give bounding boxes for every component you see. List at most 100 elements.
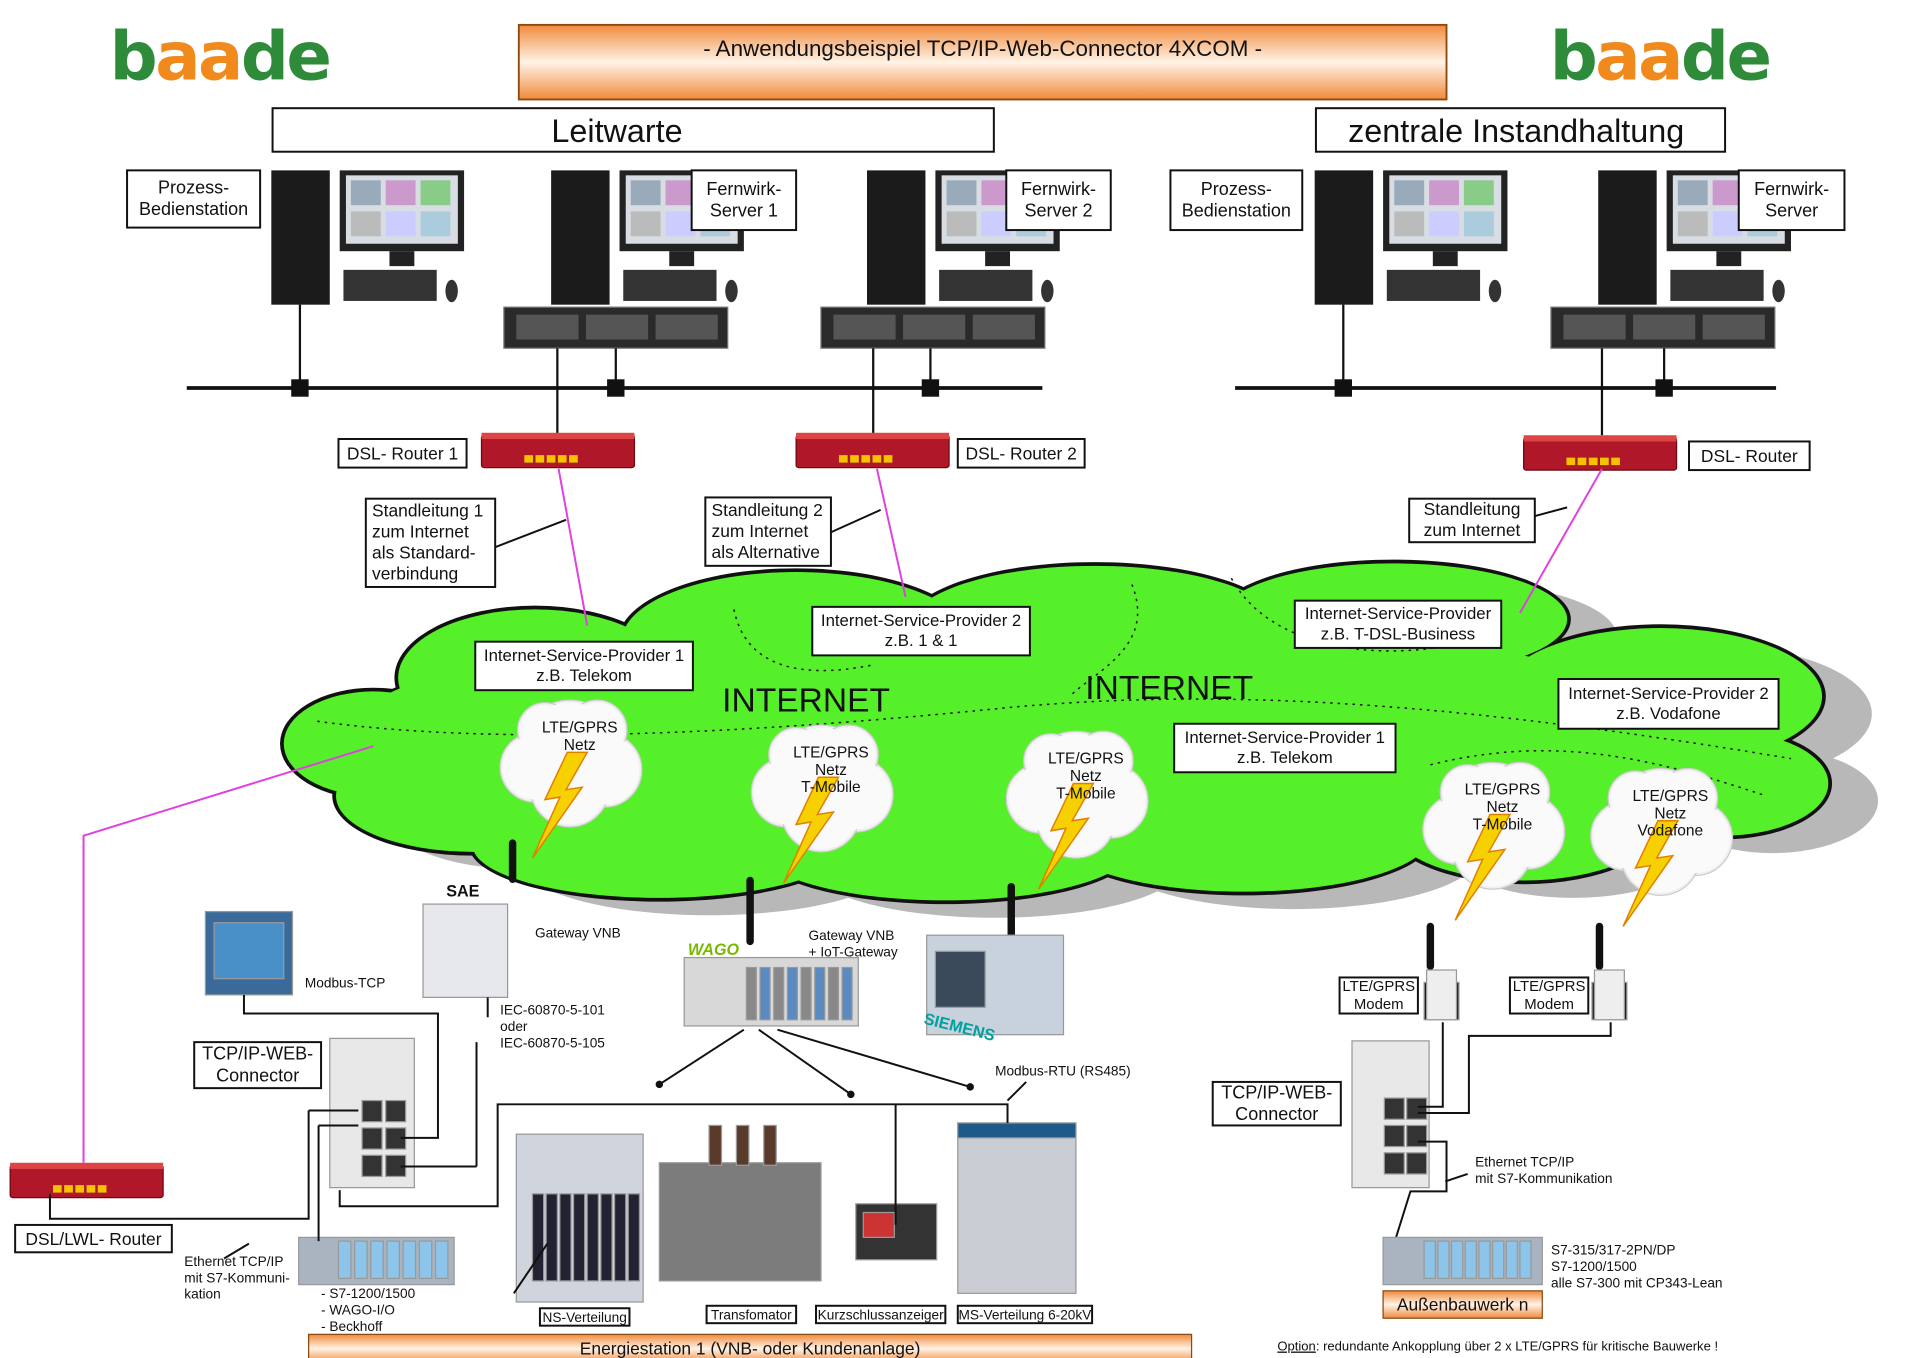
label-line: IEC-60870-5-101 — [500, 1003, 605, 1018]
label-line: LTE/GPRS — [1048, 751, 1124, 768]
aussenbauwerk-banner — [1382, 1290, 1543, 1319]
drive-bay — [903, 314, 966, 340]
plc-module — [1464, 1240, 1477, 1280]
ethernet-port — [361, 1154, 383, 1178]
router-top — [10, 1162, 164, 1169]
plc-module — [1450, 1240, 1464, 1280]
provider-boundary — [1430, 749, 1767, 797]
label-prozess-bedienstation-right: Prozess-Bedienstation — [1169, 169, 1304, 232]
label-line: S7-315/317-2PN/DP — [1551, 1243, 1676, 1258]
screen-window — [665, 180, 696, 206]
label-line: TCP/IP-WEB- — [202, 1044, 313, 1064]
lte-cloud-fill — [1610, 773, 1661, 824]
breaker — [600, 1193, 613, 1282]
monitor-stand — [985, 251, 1011, 267]
screen-window — [1394, 211, 1425, 237]
label-modbus-rtu: Modbus-RTU (RS485) — [995, 1064, 1131, 1079]
lightning-icon — [782, 776, 840, 884]
server-right-rack — [1550, 306, 1776, 349]
drive-bay — [1633, 314, 1696, 340]
equipment-label-frame — [956, 1304, 1094, 1325]
screen-window — [1677, 211, 1708, 237]
equipment-label: Transfomator — [711, 1307, 792, 1322]
drive-bay — [1702, 314, 1765, 340]
mouse — [725, 279, 738, 303]
internet-label: INTERNET — [722, 682, 890, 719]
bus-tap — [291, 379, 309, 397]
keyboard — [1386, 269, 1481, 301]
label-line: Server 1 — [710, 200, 778, 220]
label-line: Standleitung 2 — [712, 500, 823, 520]
label-line: z.B. 1 & 1 — [885, 631, 958, 650]
lte-cloud-fill — [771, 729, 821, 780]
provider-boundary — [317, 698, 1792, 760]
equipment-label-frame — [705, 1304, 798, 1325]
label-line: Server 2 — [1024, 200, 1092, 220]
antenna — [508, 839, 517, 883]
breaker — [627, 1193, 641, 1282]
screen-window — [1463, 211, 1494, 237]
monitor-stand — [389, 251, 415, 267]
plc-module — [1519, 1240, 1532, 1280]
label-line: Internet-Service-Provider 1 — [484, 646, 684, 665]
lte-cloud-fill — [520, 705, 570, 755]
ethernet-port — [361, 1127, 383, 1150]
port — [524, 455, 534, 463]
cable — [1383, 1140, 1448, 1275]
drive-bay — [585, 314, 649, 340]
label-frame — [1557, 678, 1780, 730]
server-2-rack — [820, 306, 1046, 349]
label-tcp-ip-web-connector: TCP/IP-WEB-Connector — [193, 1041, 323, 1090]
cable — [1417, 1022, 1612, 1115]
router-label-frame — [337, 437, 468, 469]
plc-module — [354, 1240, 368, 1280]
screen-window — [1429, 180, 1459, 206]
pc-tower — [551, 170, 610, 305]
pc-tower — [1598, 170, 1657, 305]
label-line: Netz — [1654, 805, 1686, 822]
io-module — [827, 966, 840, 1021]
label-line: Connector — [1235, 1104, 1318, 1124]
monitor-stand — [1432, 251, 1458, 267]
label-line: Fernwirk- — [1754, 179, 1829, 199]
ethernet-port — [1406, 1124, 1428, 1148]
svg-text:baade: baade — [1550, 18, 1770, 96]
router-label: DSL- Router 1 — [347, 444, 458, 464]
equipment-label-frame — [815, 1304, 947, 1325]
label-line: mit S7-Kommunikation — [1475, 1171, 1612, 1186]
screen-window — [946, 180, 977, 206]
pc-tower — [271, 170, 330, 305]
mouse — [1488, 279, 1502, 303]
equipment-label: MS-Verteilung 6-20kV — [959, 1307, 1093, 1322]
energiestation-banner — [308, 1333, 1193, 1358]
equipment-label: NS-Verteilung — [543, 1310, 627, 1325]
breaker — [545, 1193, 558, 1282]
label-frame — [126, 169, 262, 229]
prozess-bedienstation-right-pc — [1314, 170, 1508, 305]
cable — [1006, 1081, 1027, 1102]
arrow-head-icon — [847, 1090, 855, 1099]
option-label: Option — [1277, 1339, 1315, 1354]
io-module — [814, 966, 826, 1021]
label-frame — [704, 496, 832, 567]
label-line: LTE/GPRS — [1465, 782, 1541, 799]
plc-module — [1505, 1240, 1519, 1280]
label-line: z.B. T-DSL-Business — [1321, 624, 1475, 643]
screen-window — [1677, 180, 1708, 206]
port — [75, 1185, 85, 1193]
label-line: Prozess- — [1201, 179, 1272, 199]
port — [86, 1185, 96, 1193]
monitor-stand — [1716, 251, 1742, 267]
bushing — [708, 1124, 723, 1166]
label-line: Netz — [1487, 799, 1519, 816]
lte-cloud-fill — [783, 774, 859, 850]
router-label: DSL- Router — [1701, 446, 1798, 466]
port — [1566, 457, 1576, 466]
